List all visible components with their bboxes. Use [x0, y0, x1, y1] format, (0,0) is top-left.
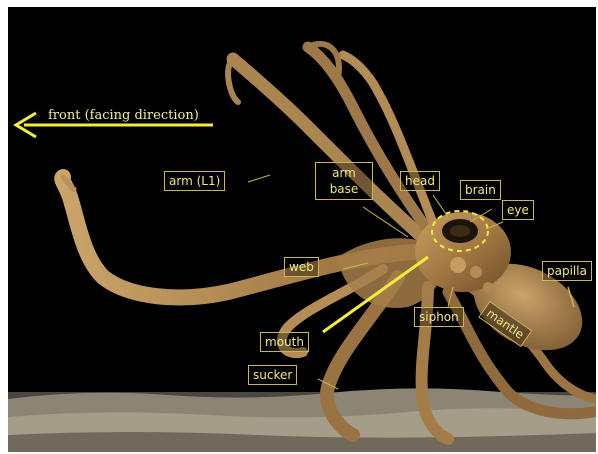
brain-label: brain — [460, 180, 501, 200]
siphon-label: siphon — [414, 307, 464, 327]
octopus-illustration — [8, 7, 596, 452]
eye-label: eye — [502, 200, 534, 220]
arm-base-label: arm base — [315, 162, 373, 200]
front-label: front (facing direction) — [48, 108, 199, 123]
arm-l1-label: arm (L1) — [164, 171, 225, 191]
sucker-label: sucker — [248, 365, 297, 385]
head-label: head — [400, 171, 440, 191]
papilla-label: papilla — [542, 261, 592, 281]
octopus-arms — [62, 44, 596, 439]
octopus-diagram: front (facing direction) arm (L1) arm ba… — [8, 7, 596, 452]
mouth-label: mouth — [260, 332, 309, 352]
web-label: web — [284, 257, 319, 277]
